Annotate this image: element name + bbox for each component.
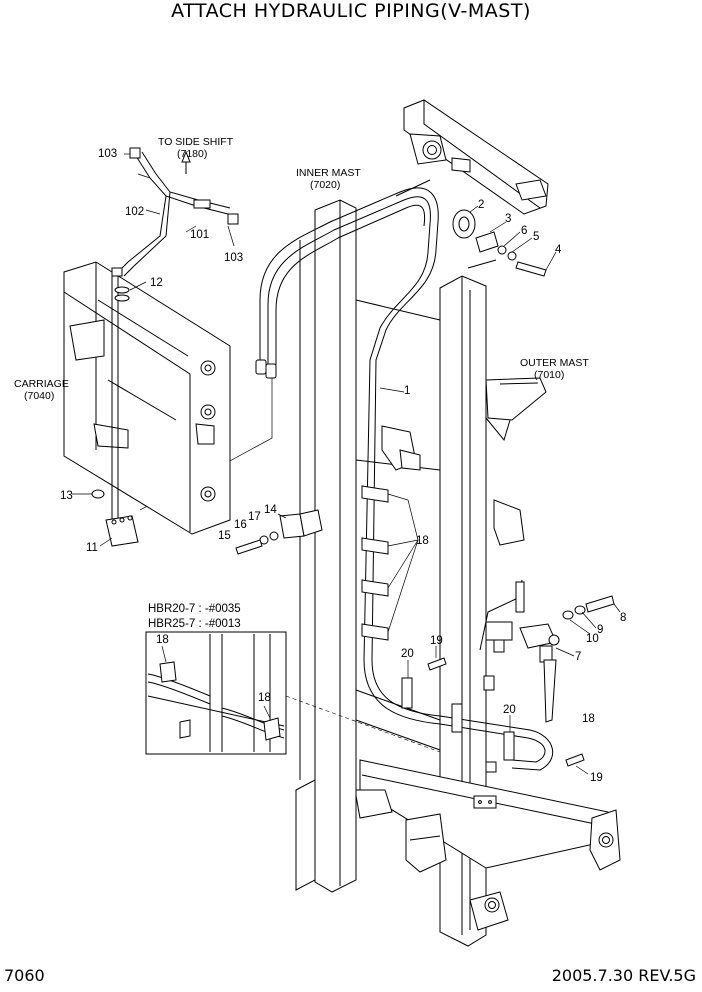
part-number-15: 15 bbox=[218, 530, 231, 542]
part-number-14: 14 bbox=[264, 504, 277, 516]
part-number-102: 102 bbox=[125, 206, 144, 218]
hose-clips bbox=[401, 660, 515, 761]
carriage-label: CARRIAGE bbox=[14, 378, 69, 390]
carriage-hoses bbox=[111, 147, 239, 520]
part-number-5: 5 bbox=[533, 231, 539, 243]
pulley-and-bolt-parts bbox=[379, 205, 557, 393]
hose-clamps bbox=[361, 485, 419, 641]
part-number-3: 3 bbox=[505, 213, 511, 225]
part-number-1: 1 bbox=[404, 385, 410, 397]
carriage-frame bbox=[63, 261, 231, 535]
part-number-9: 9 bbox=[597, 624, 603, 636]
part-number-11: 11 bbox=[86, 542, 98, 554]
carriage-ref: (7040) bbox=[24, 390, 54, 402]
part-number-17: 17 bbox=[248, 511, 261, 523]
detail-inset bbox=[145, 631, 441, 755]
part-number-8: 8 bbox=[620, 612, 626, 624]
part-number-12: 12 bbox=[150, 277, 163, 289]
part-number-18-mast: 18 bbox=[416, 535, 429, 547]
part-number-101: 101 bbox=[190, 229, 209, 241]
serial-note-line2: HBR25-7 : -#0013 bbox=[148, 618, 241, 630]
part-number-10: 10 bbox=[586, 633, 599, 645]
inner-mast-ref: (7020) bbox=[310, 179, 340, 191]
inner-mast-label: INNER MAST bbox=[296, 167, 361, 179]
tee-fitting-assembly bbox=[479, 579, 621, 723]
part-number-19-upper: 19 bbox=[430, 635, 443, 647]
carriage-small-parts bbox=[72, 489, 323, 555]
part-number-19-lower: 19 bbox=[590, 772, 603, 784]
outer-mast-ref: (7010) bbox=[534, 369, 564, 381]
serial-note-line1: HBR20-7 : -#0035 bbox=[148, 603, 241, 615]
part-number-20-left: 20 bbox=[401, 648, 414, 660]
part-number-103-right: 103 bbox=[224, 252, 243, 264]
top-crosshead bbox=[395, 99, 549, 269]
inner-mast-frame bbox=[295, 199, 441, 893]
part-number-13: 13 bbox=[60, 490, 73, 502]
to-side-shift-ref: (7180) bbox=[177, 148, 207, 160]
part-number-18-inset-a: 18 bbox=[156, 634, 169, 646]
part-number-6: 6 bbox=[521, 225, 527, 237]
part-number-20-right: 20 bbox=[503, 704, 516, 716]
bolts-19 bbox=[427, 646, 589, 775]
outer-mast-frame bbox=[354, 275, 621, 947]
page-code: 7060 bbox=[4, 966, 45, 985]
to-side-shift-label: TO SIDE SHIFT bbox=[158, 136, 234, 148]
part-number-4: 4 bbox=[555, 244, 562, 256]
outer-mast-label: OUTER MAST bbox=[520, 357, 589, 369]
part-number-103-top: 103 bbox=[98, 148, 117, 160]
part-number-16: 16 bbox=[234, 519, 247, 531]
part-number-18-right: 18 bbox=[582, 713, 595, 725]
part-number-18-inset-b: 18 bbox=[258, 692, 271, 704]
page-title: ATTACH HYDRAULIC PIPING(V-MAST) bbox=[171, 0, 531, 22]
part-number-2: 2 bbox=[478, 199, 484, 211]
part-number-7: 7 bbox=[575, 651, 581, 663]
revision-date: 2005.7.30 REV.5G bbox=[551, 966, 696, 985]
